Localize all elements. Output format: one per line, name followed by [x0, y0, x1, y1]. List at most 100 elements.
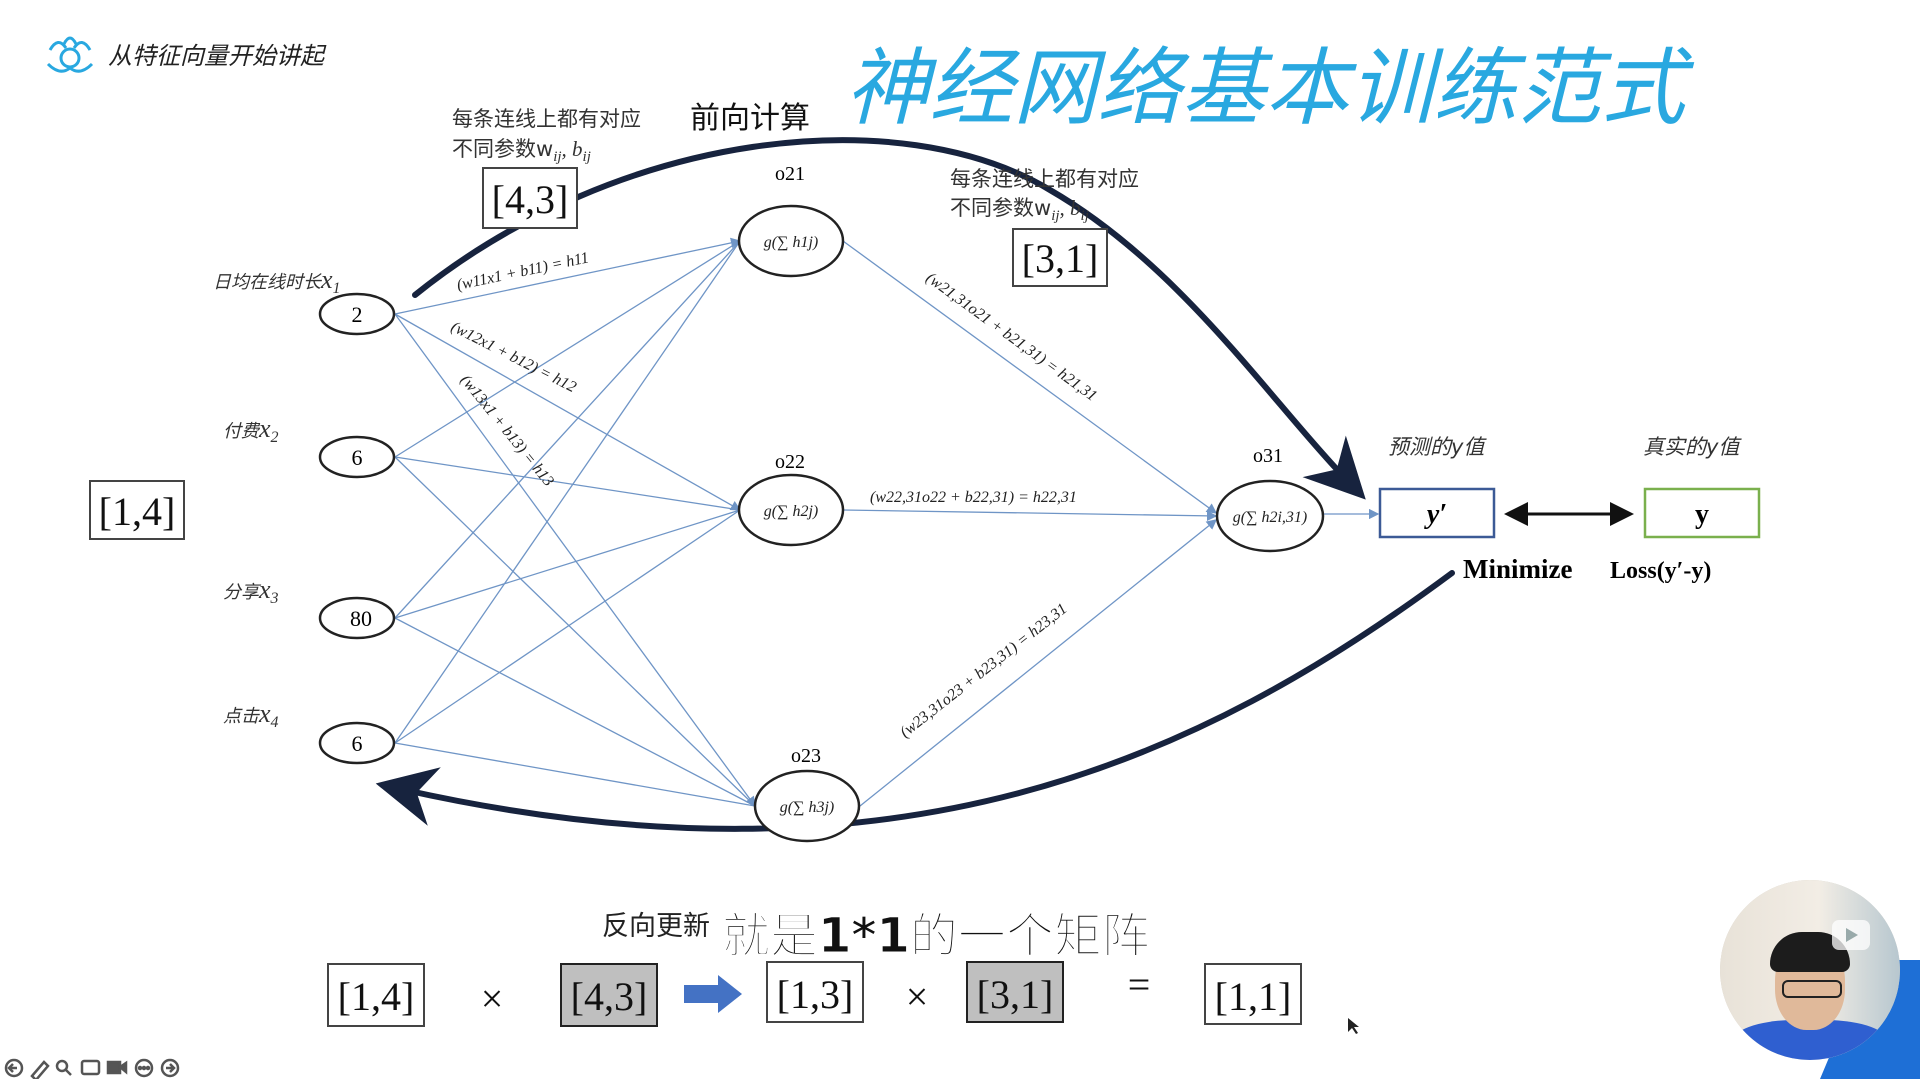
true-label: 真实的y值: [1643, 435, 1742, 459]
svg-text:[4,3]: [4,3]: [571, 974, 648, 1019]
weights-1-box: [4,3]: [482, 167, 578, 229]
eq-matrix-1-1: [1,1]: [1204, 963, 1302, 1025]
play-overlay-icon[interactable]: [1832, 920, 1870, 950]
hidden-node-o23: g(∑ h3j): [753, 769, 861, 843]
svg-text:g(∑ h2j): g(∑ h2j): [764, 503, 819, 520]
prev-icon[interactable]: [4, 1058, 24, 1078]
formula-h22-31: (w22,31o22 + b22,31) = h22,31: [870, 489, 1077, 506]
input-node-x2: 6: [318, 435, 396, 479]
edge-o23-o31: [859, 519, 1218, 807]
param-b-left: , b: [562, 137, 583, 161]
svg-text:不同参数wij, bij: 不同参数wij, bij: [950, 196, 1089, 224]
eq-matrix-1-3: [1,3]: [766, 961, 864, 1023]
edge-note-right-line2: 不同参数w: [950, 196, 1051, 220]
mouse-cursor-icon: [1348, 1018, 1359, 1034]
svg-text:[3,1]: [3,1]: [1022, 236, 1099, 281]
eq-times-1: ×: [481, 976, 504, 1021]
hidden-node-o22: g(∑ h2j): [737, 473, 845, 547]
edge-o21-o31: [842, 240, 1218, 514]
formula-h21-31: (w21,31o21 + b21,31) = h21,31: [923, 269, 1100, 404]
svg-text:g(∑ h3j): g(∑ h3j): [780, 799, 835, 816]
edge-x4-o23: [394, 742, 756, 807]
hidden-name-o23: o23: [791, 745, 821, 767]
param-sub-b-left: ij: [583, 149, 591, 165]
svg-text:[1,1]: [1,1]: [1215, 974, 1292, 1019]
loss-label: Loss(y′-y): [1610, 558, 1711, 584]
pen-icon[interactable]: [30, 1060, 50, 1079]
eq-matrix-3-1: [3,1]: [966, 961, 1064, 1023]
input-label-x3: 分享x3: [223, 575, 279, 607]
presenter-webcam: [1720, 880, 1900, 1060]
input-matrix-box: [1,4]: [89, 480, 185, 540]
edge-x2-o23: [394, 456, 756, 807]
input-node-x4: 6: [318, 721, 396, 765]
hidden-node-o21: g(∑ h1j): [737, 204, 845, 278]
edge-x2-o21: [394, 240, 741, 458]
edge-x1-o23: [394, 313, 756, 808]
param-b-right: , b: [1060, 196, 1081, 220]
svg-text:6: 6: [352, 731, 363, 756]
minimize-label: Minimize: [1463, 554, 1572, 584]
output-node-o31: g(∑ h2i,31): [1215, 479, 1325, 553]
input-label-x4: 点击x4: [223, 699, 279, 731]
eq-blue-arrow: [684, 975, 742, 1013]
edge-x4-o21: [394, 240, 741, 744]
eq-times-2: ×: [906, 974, 929, 1019]
svg-text:[1,4]: [1,4]: [99, 489, 176, 534]
input-node-x3: 80: [318, 596, 396, 640]
next-icon[interactable]: [160, 1058, 180, 1078]
subtitle-caption: 就是1*1的一个矩阵: [722, 908, 1150, 964]
true-box: y: [1643, 487, 1761, 539]
pred-label: 预测的y值: [1388, 435, 1487, 459]
svg-text:y: y: [1695, 499, 1709, 530]
svg-text:[1,3]: [1,3]: [777, 972, 854, 1017]
input-label-x1: 日均在线时长x1: [213, 265, 341, 297]
param-sub-w-right: ij: [1051, 208, 1059, 224]
svg-text:[4,3]: [4,3]: [492, 177, 569, 222]
svg-text:80: 80: [350, 606, 372, 631]
svg-text:[3,1]: [3,1]: [977, 972, 1054, 1017]
eq-equals: =: [1128, 962, 1151, 1007]
edge-x3-o22: [394, 509, 741, 619]
edge-note-left-line2: 不同参数w: [452, 137, 553, 161]
forward-arrow: [412, 137, 1366, 500]
input-node-x1: 2: [318, 292, 396, 336]
input-label-x2: 付费x2: [223, 414, 279, 446]
svg-text:g(∑ h2i,31): g(∑ h2i,31): [1233, 509, 1308, 526]
hidden-output-edges: [842, 240, 1380, 807]
edge-x1-o21: [394, 237, 742, 315]
param-sub-w-left: ij: [553, 149, 561, 165]
backward-arrow: [375, 570, 1455, 832]
weights-2-box: [3,1]: [1012, 228, 1108, 287]
formula-h13: (w13x1 + b13) = h13: [457, 372, 557, 490]
formula-h23-31: (w23,31o23 + b23,31) = h23,31: [897, 600, 1071, 741]
pred-box: y′: [1378, 487, 1496, 539]
edge-o22-o31: [842, 509, 1218, 522]
edge-x3-o23: [394, 617, 756, 807]
svg-text:2: 2: [352, 302, 363, 327]
edge-x1-o22: [394, 313, 742, 511]
edge-x3-o21: [394, 240, 741, 619]
eq-matrix-4-3: [4,3]: [560, 963, 658, 1027]
course-title: 从特征向量开始讲起: [108, 42, 327, 70]
forward-label: 前向计算: [690, 101, 810, 136]
cc-icon[interactable]: [80, 1059, 101, 1076]
zoom-icon[interactable]: [55, 1059, 72, 1076]
edge-x2-o22: [394, 456, 741, 511]
hidden-name-o21: o21: [775, 163, 805, 185]
input-hidden-edges: [394, 237, 756, 808]
svg-text:不同参数wij, bij: 不同参数wij, bij: [452, 137, 591, 165]
flower-logo-icon: [46, 36, 94, 73]
edge-x4-o22: [394, 509, 741, 744]
hidden-name-o22: o22: [775, 451, 805, 473]
svg-text:y′: y′: [1424, 499, 1447, 530]
edge-note-right-line1: 每条连线上都有对应: [950, 167, 1139, 191]
slide-title: 神经网络基本训练范式: [845, 39, 1695, 137]
backward-label: 反向更新: [602, 911, 710, 942]
camera-icon[interactable]: [106, 1060, 128, 1075]
player-controls: [4, 1058, 180, 1079]
svg-text:6: 6: [352, 445, 363, 470]
param-sub-b-right: ij: [1081, 208, 1089, 224]
more-icon[interactable]: [134, 1058, 154, 1078]
